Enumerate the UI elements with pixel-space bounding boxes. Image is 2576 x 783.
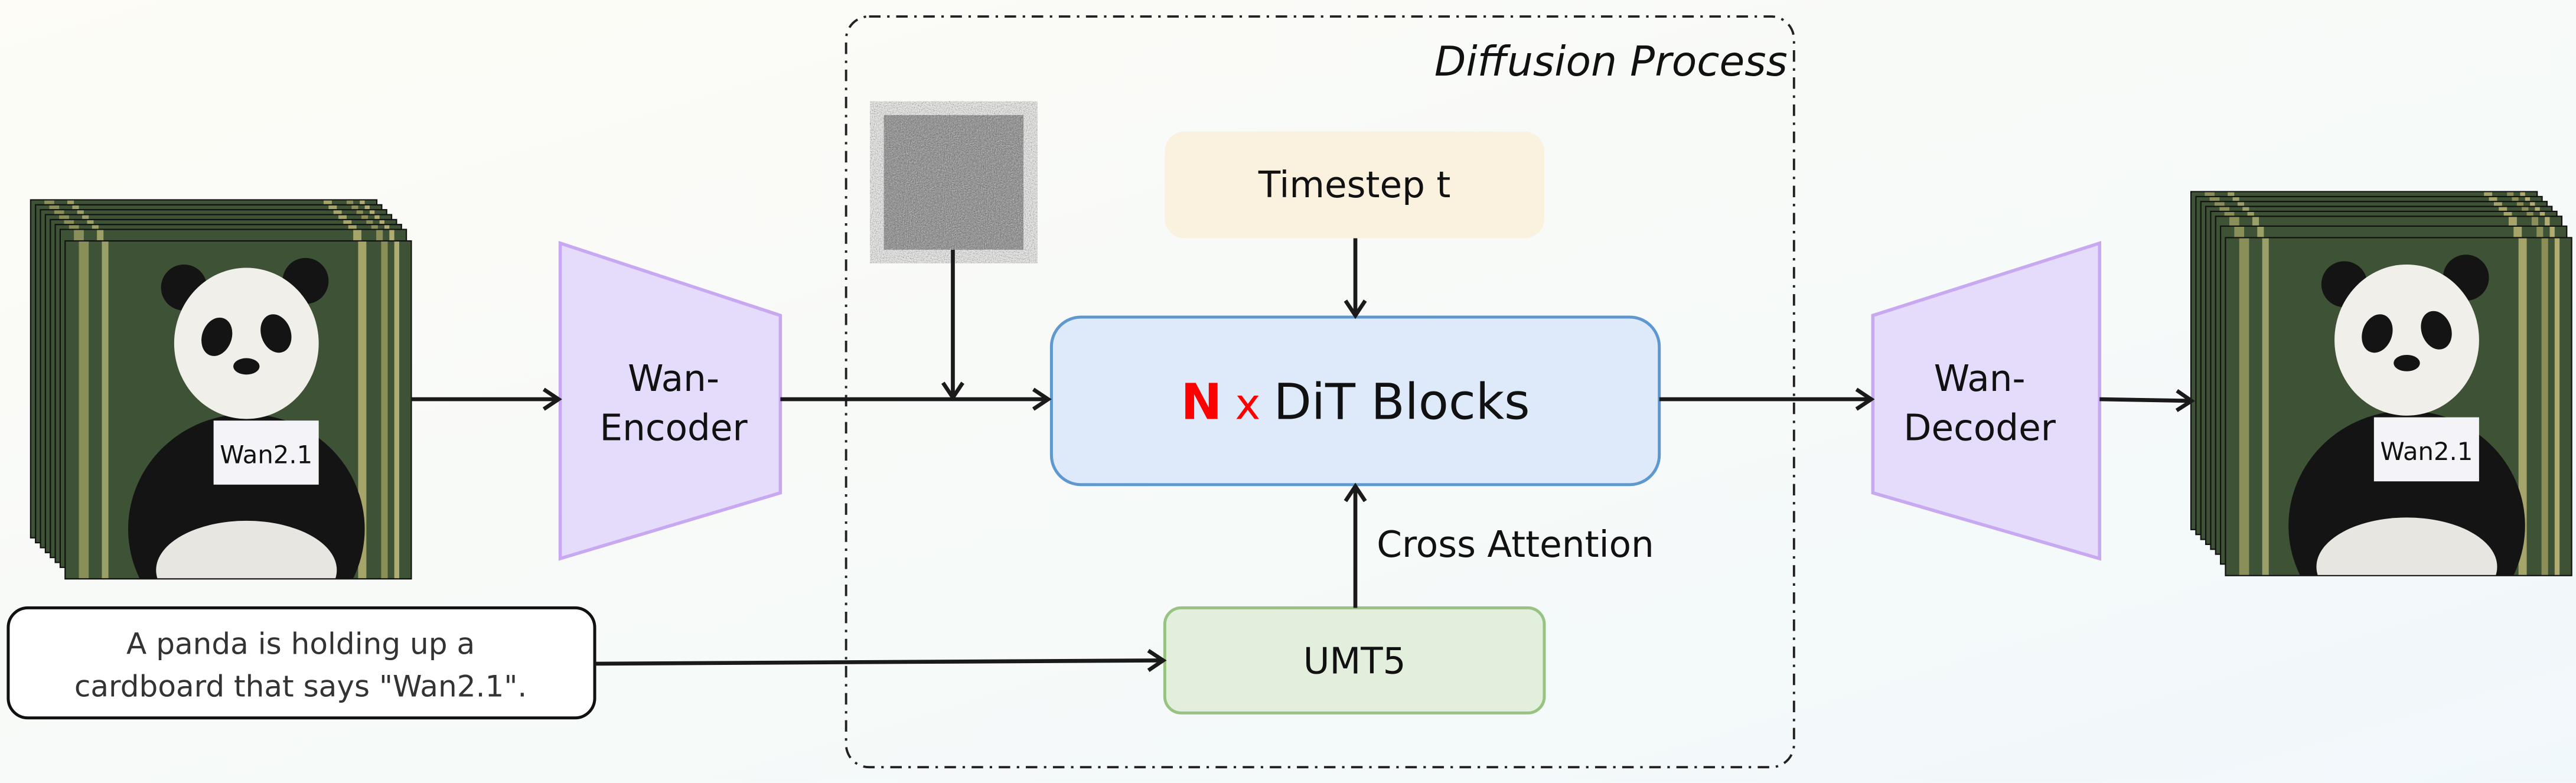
encoder-label-line2: Encoder [599,407,748,449]
output-sign-text: Wan2.1 [2380,437,2473,466]
dit-times-label: x [1235,380,1261,429]
dit-n-label: N [1181,373,1222,430]
diffusion-process-title: Diffusion Process [1434,38,1788,86]
decoder-label-line2: Decoder [1903,407,2056,449]
decoder-label-line1: Wan- [1934,358,2026,400]
output-video-frames [2192,193,2571,641]
arrow-prompt-to-umt5 [595,649,1167,672]
wan-decoder [1871,240,2102,561]
input-sign-text: Wan2.1 [220,441,312,469]
cross-attention-label: Cross Attention [1377,524,1654,566]
arrow-decoder-to-frames [2099,389,2196,412]
prompt-line1: A panda is holding up a [126,627,475,661]
wan-encoder [558,240,782,561]
timestep-box [1165,131,1544,239]
encoder-label-line1: Wan- [628,358,719,400]
timestep-label: Timestep t [1258,164,1451,206]
dit-label-text: DiT Blocks [1274,373,1530,430]
prompt-line2: cardboard that says "Wan2.1". [74,670,527,704]
input-video-frames [31,200,411,644]
noise-texture [883,115,1024,250]
umt5-label: UMT5 [1303,641,1406,683]
